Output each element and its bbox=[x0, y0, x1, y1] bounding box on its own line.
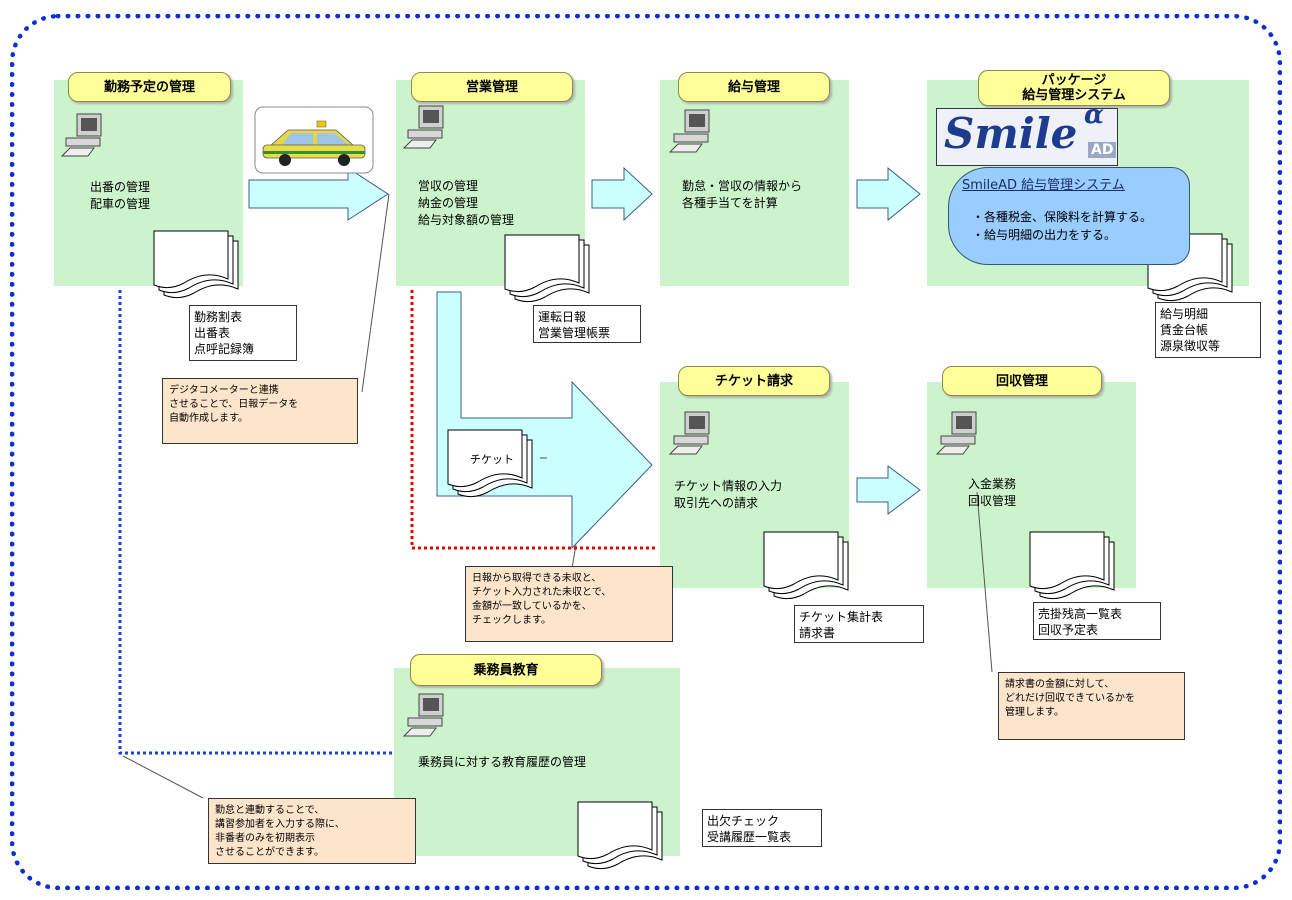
taxi-icon bbox=[254, 106, 374, 174]
computer-icon bbox=[402, 692, 452, 740]
title-package: パッケージ 給与管理システム bbox=[978, 70, 1170, 106]
note-match: 日報から取得できる未収と、 チケット入力された未収とで、 金額が一致しているかを… bbox=[465, 566, 673, 642]
title-kaishu: 回収管理 bbox=[942, 366, 1102, 396]
doc-label-package: 給与明細 賃金台帳 源泉徴収等 bbox=[1155, 302, 1261, 358]
document-stack-icon-kaishu bbox=[1029, 531, 1115, 600]
smile-logo-text: Smile bbox=[944, 109, 1078, 158]
arrow-kinmu-to-eigyo bbox=[248, 167, 389, 221]
doc-label-kyoiku: 出欠チェック 受講履歴一覧表 bbox=[702, 809, 822, 847]
doc-label-kaishu: 売掛残高一覧表 回収予定表 bbox=[1033, 602, 1161, 640]
doc-label-eigyo: 運転日報 営業管理帳票 bbox=[533, 305, 641, 343]
ticket-text: チケット情報の入力 取引先への請求 bbox=[674, 479, 783, 510]
ticket-label: チケット bbox=[470, 453, 514, 466]
document-stack-icon-kyoiku bbox=[577, 801, 663, 870]
arrow-eigyo-to-kyuyo bbox=[591, 166, 653, 222]
smile-logo bbox=[936, 108, 1118, 166]
kinmu-text: 出番の管理 配車の管理 bbox=[90, 180, 151, 211]
doc-label-kinmu: 勤務割表 出番表 点呼記録簿 bbox=[189, 305, 297, 361]
title-kyoiku: 乗務員教育 bbox=[410, 654, 602, 686]
arrow-ticket-to-kaishu bbox=[856, 465, 921, 515]
title-kinmu: 勤務予定の管理 bbox=[68, 72, 231, 102]
kaishu-text: 入金業務 回収管理 bbox=[968, 477, 1017, 508]
smile-logo-alpha: α bbox=[1084, 100, 1105, 130]
computer-icon bbox=[668, 410, 718, 458]
title-eigyo: 営業管理 bbox=[411, 72, 573, 102]
document-stack-icon-kinmu bbox=[153, 230, 239, 299]
title-ticket: チケット請求 bbox=[678, 366, 830, 396]
note-attend: 勤怠と連動することで、 講習参加者を入力する際に、 非番者のみを初期表示 させる… bbox=[208, 798, 416, 864]
smile-logo-ad: AD bbox=[1088, 142, 1117, 158]
computer-icon bbox=[402, 104, 452, 152]
outer-frame bbox=[10, 14, 1282, 890]
system-name: SmileAD 給与管理システム bbox=[962, 178, 1125, 193]
note-digital: デジタコメーターと連携 させることで、日報データを 自動作成します。 bbox=[162, 378, 358, 444]
kyuyo-text: 勤怠・営収の情報から 各種手当てを計算 bbox=[682, 179, 803, 210]
computer-icon bbox=[60, 112, 110, 160]
eigyo-text: 営収の管理 納金の管理 給与対象額の管理 bbox=[418, 179, 515, 227]
computer-icon bbox=[935, 410, 985, 458]
computer-icon bbox=[668, 108, 718, 156]
arrow-kyuyo-to-package bbox=[856, 166, 921, 222]
doc-label-ticket: チケット集計表 請求書 bbox=[794, 605, 924, 643]
system-box bbox=[948, 167, 1190, 265]
note-collect: 請求書の金額に対して、 どれだけ回収できているかを 管理します。 bbox=[998, 672, 1185, 740]
document-stack-icon-eigyo bbox=[504, 234, 590, 303]
title-kyuyo: 給与管理 bbox=[678, 72, 830, 102]
system-lines: ・各種税金、保険料を計算する。 ・給与明細の出力をする。 bbox=[972, 210, 1153, 242]
kyoiku-text: 乗務員に対する教育履歴の管理 bbox=[418, 755, 587, 769]
document-stack-icon-ticket bbox=[763, 531, 849, 600]
